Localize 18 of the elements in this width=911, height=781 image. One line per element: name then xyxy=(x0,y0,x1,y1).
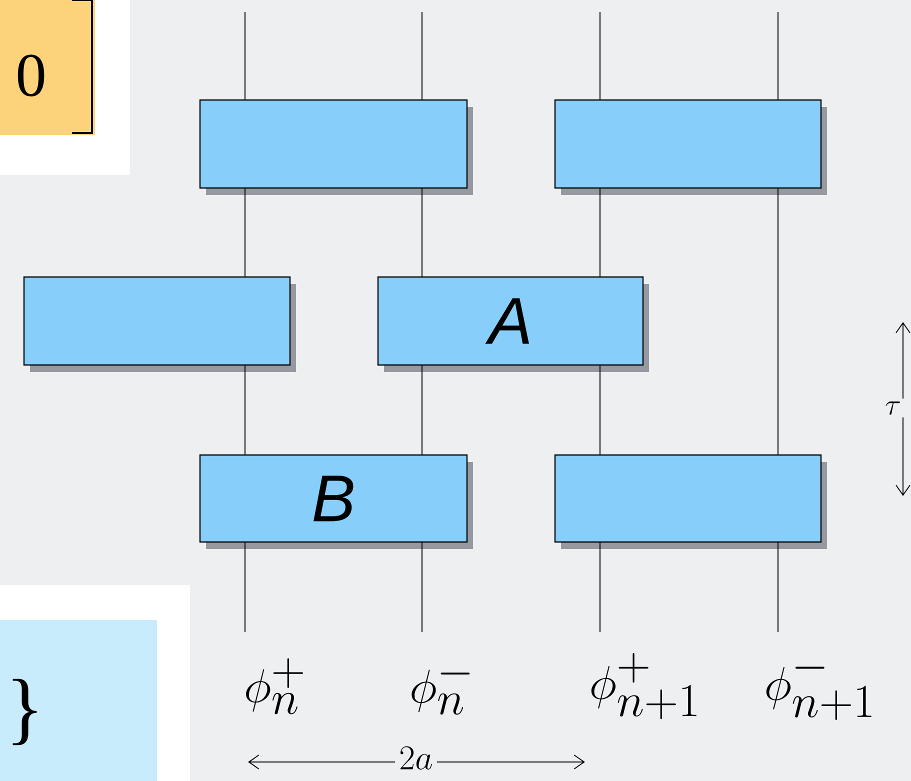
gate-box: B xyxy=(199,454,473,549)
wire xyxy=(244,365,246,455)
field-label: $\phi_n^-$ xyxy=(412,670,470,715)
gate-box xyxy=(23,276,296,372)
dimension-label: $\tau$ xyxy=(882,398,904,418)
dimension-label: $2a$ xyxy=(395,742,437,774)
gate-box xyxy=(554,454,827,549)
field-label: $\phi_n^+$ xyxy=(246,658,304,714)
gate-box xyxy=(554,99,827,195)
gate-box xyxy=(199,99,473,195)
wire xyxy=(244,188,246,277)
wire xyxy=(244,12,246,100)
formula-panel: 0 xyxy=(0,0,130,175)
wire xyxy=(244,542,246,632)
field-label: $\phi_{n+1}^-$ xyxy=(766,666,872,720)
field-label: $\phi_{n+1}^+$ xyxy=(591,652,696,720)
gate-box: A xyxy=(377,276,649,372)
formula-panel: } xyxy=(0,585,190,781)
